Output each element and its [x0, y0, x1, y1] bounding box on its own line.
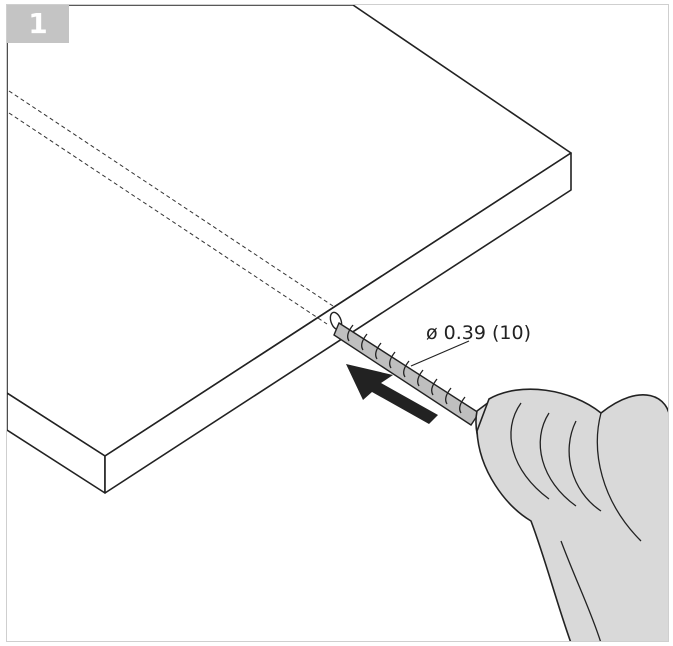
power-drill [475, 388, 668, 641]
hidden-hole-lines [8, 90, 334, 325]
direction-arrow [346, 364, 438, 424]
dimension-leader [410, 340, 470, 367]
drill-bit [333, 321, 480, 426]
drill-diameter-label: ø 0.39 (10) [426, 322, 531, 344]
drilling-illustration: ø 0.39 (10) [7, 5, 668, 641]
step-frame: ø 0.39 (10) 1 [6, 4, 669, 642]
drill-body [476, 388, 668, 641]
step-number-badge: 1 [7, 5, 69, 43]
